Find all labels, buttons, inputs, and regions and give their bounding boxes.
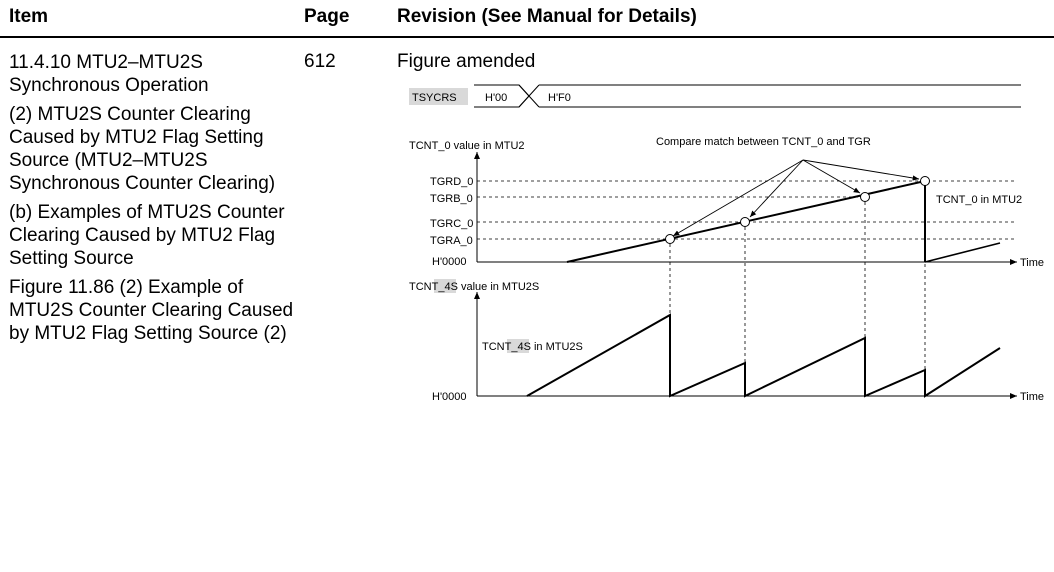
top-time-label: Time bbox=[1020, 257, 1044, 269]
header-item: Item bbox=[9, 6, 49, 27]
h0000-bottom-label: H'0000 bbox=[432, 391, 467, 403]
compare-match-note: Compare match between TCNT_0 and TGR bbox=[656, 136, 871, 148]
tsycrs-value-hf0: H'F0 bbox=[548, 92, 571, 104]
tgrd-label: TGRD_0 bbox=[430, 176, 473, 188]
item-section-title: 11.4.10 MTU2–MTU2S Synchronous Operation bbox=[9, 52, 209, 96]
tsycrs-label-bg bbox=[409, 88, 468, 105]
tsycrs-label: TSYCRS bbox=[412, 92, 457, 104]
tcnt4s-waveform bbox=[526, 313, 1001, 398]
header-revision: Revision (See Manual for Details) bbox=[397, 6, 697, 27]
tgrb-label: TGRB_0 bbox=[430, 193, 473, 205]
revision-text: Figure amended bbox=[397, 51, 536, 72]
tsycrs-hf0-shape bbox=[539, 84, 1021, 108]
item-column: 11.4.10 MTU2–MTU2S Synchronous Operation… bbox=[9, 51, 294, 351]
tgra-label: TGRA_0 bbox=[430, 235, 473, 247]
item-figure-caption: Figure 11.86 (2) Example of MTU2S Counte… bbox=[9, 277, 294, 344]
tcnt4s-curve-highlight-bg bbox=[507, 339, 529, 353]
tcnt0-waveform-restart bbox=[924, 242, 1001, 263]
tcnt0-curve-label: TCNT_0 in MTU2 bbox=[936, 194, 1022, 206]
tcnt4s-axis-highlight-bg bbox=[434, 279, 456, 293]
tsycrs-transition bbox=[518, 84, 540, 108]
tcnt4s-axis-title: TCNT_4S value in MTU2S bbox=[409, 281, 539, 293]
item-subsubsection: (b) Examples of MTU2S Counter Clearing C… bbox=[9, 202, 285, 269]
tsycrs-value-h00: H'00 bbox=[485, 92, 507, 104]
tcnt0-axis-title: TCNT_0 value in MTU2 bbox=[409, 140, 525, 152]
compare-match-markers bbox=[665, 176, 930, 244]
compare-match-arrows bbox=[672, 159, 920, 237]
item-subsection: (2) MTU2S Counter Clearing Caused by MTU… bbox=[9, 104, 276, 194]
h0000-top-label: H'0000 bbox=[432, 256, 467, 268]
sync-lines bbox=[669, 186, 926, 396]
tgrc-label: TGRC_0 bbox=[430, 218, 473, 230]
bottom-time-label: Time bbox=[1020, 391, 1044, 403]
header-rule bbox=[0, 36, 1054, 38]
header-page: Page bbox=[304, 6, 350, 27]
page-number: 612 bbox=[304, 51, 336, 72]
tcnt4s-curve-label: TCNT_4S in MTU2S bbox=[482, 341, 583, 353]
level-lines bbox=[477, 180, 1017, 240]
